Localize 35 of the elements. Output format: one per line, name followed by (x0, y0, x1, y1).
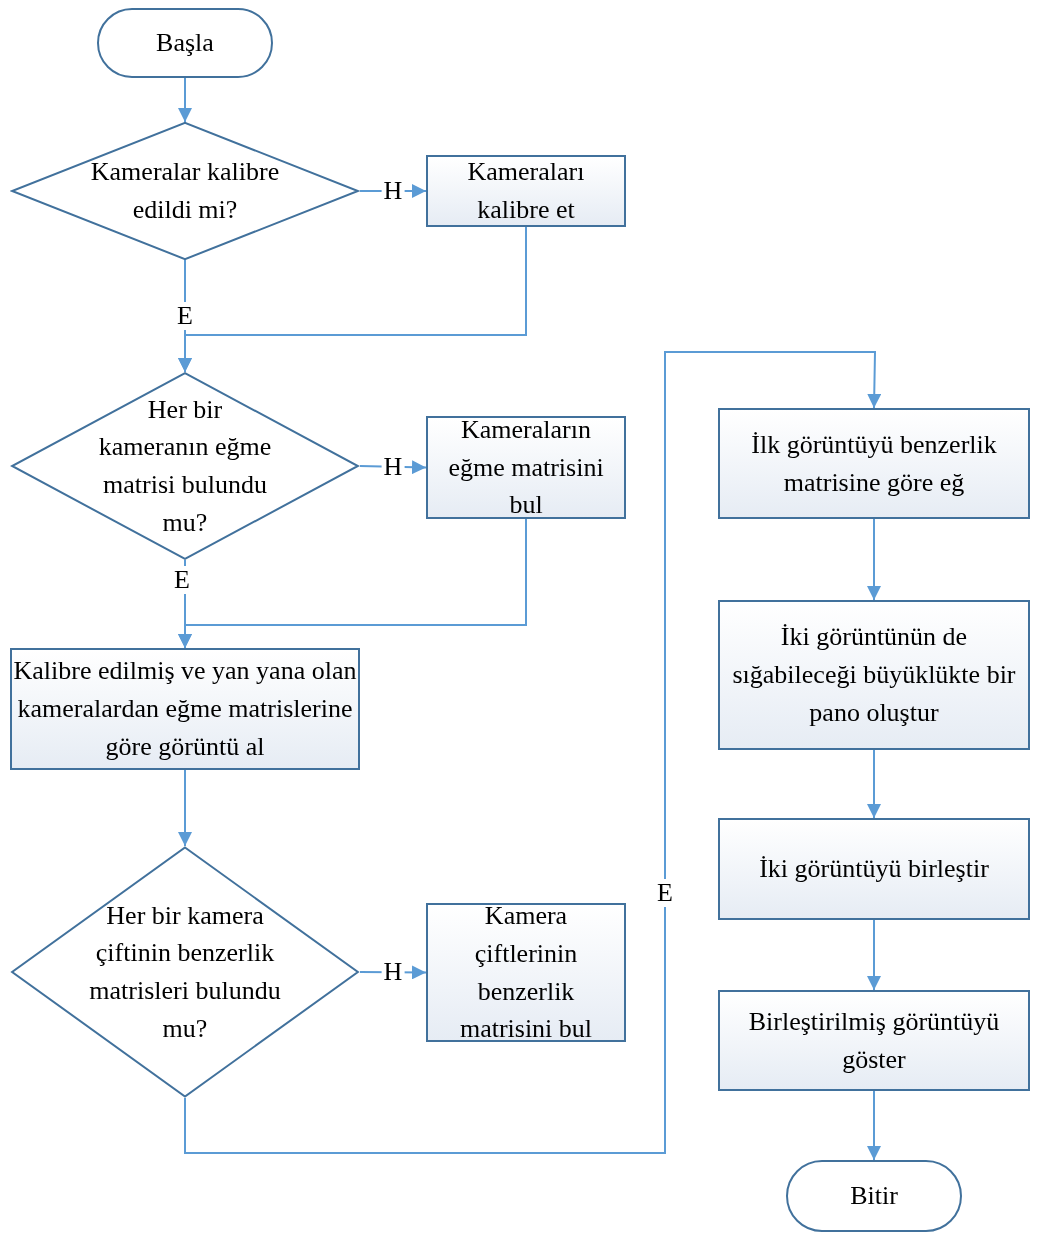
arrow (178, 518, 527, 649)
arrow (867, 919, 881, 991)
process-box (426, 416, 626, 519)
process-box (426, 903, 626, 1042)
node-text: Bitir (850, 1180, 898, 1213)
node-text: Her bir kamera çiftinin benzerlik matrisleri bulundu mu? (88, 899, 282, 1045)
arrow (178, 77, 192, 123)
node-text: İki görüntünün de sığabileceği büyüklükte bir pano oluştur (731, 621, 1017, 729)
node-text: Her bir kameranın eğme matrisi bulundu mu? (97, 393, 273, 539)
arrow (867, 749, 881, 819)
arrow (178, 769, 192, 847)
process-box (718, 990, 1030, 1091)
arrow (867, 518, 881, 601)
node-text: Kameralar kalibre edildi mi? (89, 156, 281, 226)
node-text: İlk görüntüyü benzerlik matrisine göre eğ (750, 428, 998, 499)
arrow (867, 1090, 881, 1161)
edge-label: E (172, 566, 192, 594)
process-box (426, 155, 626, 227)
arrow (178, 226, 527, 373)
node-text: Kamera çiftlerinin benzerlik matrisini bul (458, 900, 594, 1046)
process-box (718, 600, 1030, 750)
node-text: Kameraları kalibre et (466, 156, 586, 226)
edge-label: E (655, 879, 675, 907)
arrow (184, 351, 882, 1154)
node-text: Başla (156, 27, 214, 60)
decision-diamond (10, 372, 360, 560)
node-text: Kameraların eğme matrisini bul (447, 413, 605, 522)
node-text: Kalibre edilmiş ve yan yana olan kameralardan eğme matrislerine göre görüntü al (12, 655, 358, 763)
process-box (718, 408, 1030, 519)
decision-diamond (10, 122, 360, 260)
edge-label: E (175, 302, 195, 330)
decision-diamond (10, 846, 360, 1098)
process-box (718, 818, 1030, 920)
node-text: Birleştirilmiş görüntüyü göster (747, 1005, 1001, 1076)
node-text: İki görüntüyü birleştir (759, 853, 989, 886)
